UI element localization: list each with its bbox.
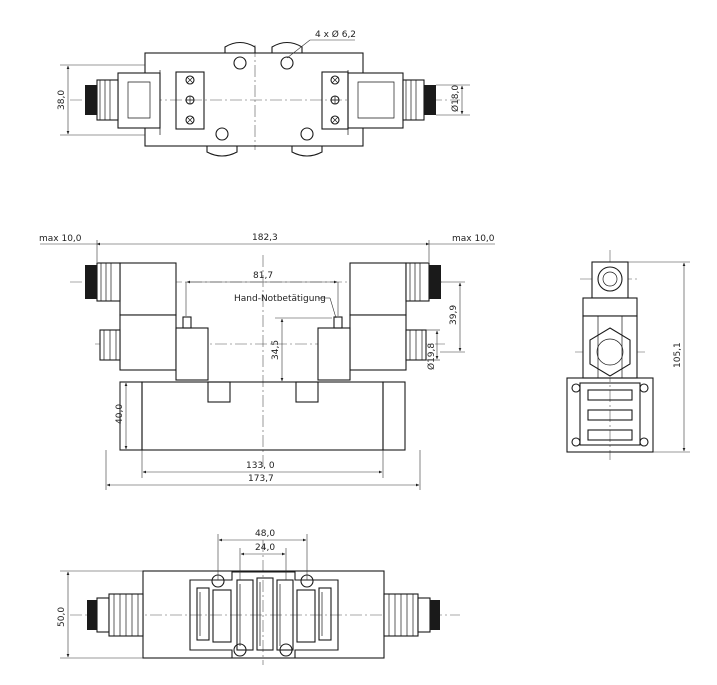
max-right-label: max 10,0	[452, 234, 495, 244]
front-base	[141, 381, 384, 451]
h400-label: 40,0	[115, 404, 125, 424]
side-hex-nut	[589, 327, 631, 377]
right-coil	[347, 72, 404, 129]
mount-hole-1	[233, 56, 247, 70]
h1051-label: 105,1	[673, 342, 683, 368]
top-height-label: 38,0	[57, 90, 67, 110]
side-base	[566, 377, 654, 453]
top-view-body	[144, 52, 364, 147]
w480-label: 48,0	[255, 529, 275, 539]
side-view: 105,1	[566, 250, 690, 460]
mount-hole-3	[215, 127, 229, 141]
bottom-gasket	[189, 571, 339, 659]
w1330-label: 133, 0	[246, 461, 275, 471]
bottom-body	[142, 570, 385, 659]
top-view: 4 x Ø 6,2 38,0 Ø18,0	[57, 29, 470, 157]
spacing-label: 81,7	[253, 271, 273, 281]
right-upper-coil	[349, 262, 407, 316]
mount-hole-2	[280, 56, 294, 70]
top-dia-label: Ø18,0	[450, 85, 461, 112]
mount-hole-4	[300, 127, 314, 141]
h345-label: 34,5	[271, 340, 281, 360]
bottom-view: 48,0 24,0 50,0	[57, 529, 460, 665]
front-view: 182,3 max 10,0 max 10,0 81,7 Hand-Notbet…	[39, 233, 495, 490]
left-connector	[85, 85, 97, 115]
hand-label: Hand-Notbetätigung	[234, 294, 326, 304]
holes-label: 4 x Ø 6,2	[315, 29, 356, 40]
max-left-label: max 10,0	[39, 234, 82, 244]
w240-label: 24,0	[255, 543, 275, 553]
h399-label: 39,9	[449, 305, 459, 325]
w1737-label: 173,7	[248, 474, 274, 484]
dia198-label: Ø19,8	[426, 343, 437, 370]
h500-label: 50,0	[57, 607, 67, 627]
left-upper-coil	[119, 262, 177, 316]
right-connector	[424, 85, 436, 115]
overall-label: 182,3	[252, 233, 278, 243]
left-coil	[117, 72, 161, 129]
